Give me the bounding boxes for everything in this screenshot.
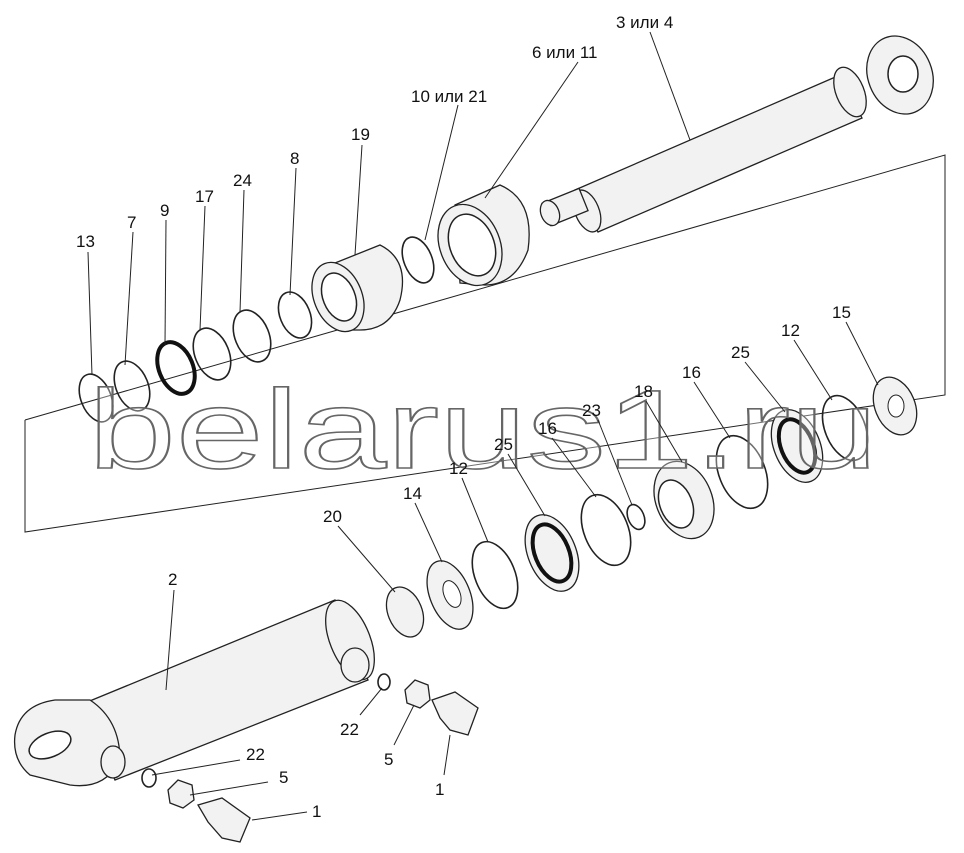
label-1-upper: 1 — [435, 780, 444, 799]
label-1-lower: 1 — [312, 802, 321, 821]
label-22-upper: 22 — [340, 720, 359, 739]
label-15: 15 — [832, 303, 851, 322]
label-25-upper: 25 — [731, 343, 750, 362]
watermark-text: belarus1.ru — [88, 367, 878, 492]
label-8: 8 — [290, 149, 299, 168]
label-23: 23 — [582, 401, 601, 420]
label-5-lower: 5 — [279, 768, 288, 787]
gland-part-6-11 — [437, 184, 530, 287]
washer-part-15 — [872, 376, 918, 436]
label-17: 17 — [195, 187, 214, 206]
label-16-upper: 16 — [682, 363, 701, 382]
piston-part-19 — [311, 244, 404, 333]
label-13: 13 — [76, 232, 95, 251]
seal-part-25-upper — [770, 409, 824, 483]
bushing-part-20 — [385, 586, 425, 638]
label-14: 14 — [403, 484, 422, 503]
label-3-or-4: 3 или 4 — [616, 13, 673, 32]
label-9: 9 — [160, 201, 169, 220]
seal-part-25-lower — [524, 514, 580, 592]
seal-part-9 — [155, 340, 197, 396]
ring-part-16-lower — [580, 493, 632, 567]
label-19: 19 — [351, 125, 370, 144]
label-22-lower: 22 — [246, 745, 265, 764]
label-12-lower: 12 — [449, 459, 468, 478]
piston-part-18 — [653, 460, 715, 540]
leader-lines — [87, 31, 879, 821]
label-24: 24 — [233, 171, 252, 190]
ring-part-24 — [232, 309, 272, 363]
ring-part-16-upper — [715, 434, 769, 510]
washer-part-14 — [426, 560, 474, 630]
ring-part-17 — [192, 327, 232, 381]
ring-part-8 — [277, 291, 313, 339]
part-labels: 3 или 4 6 или 11 10 или 21 19 8 24 17 9 … — [76, 13, 851, 821]
label-5-upper: 5 — [384, 750, 393, 769]
label-12-upper: 12 — [781, 321, 800, 340]
label-16-lower: 16 — [538, 419, 557, 438]
label-10-or-21: 10 или 21 — [411, 87, 487, 106]
ring-part-10-21 — [401, 236, 435, 284]
label-25-lower: 25 — [494, 435, 513, 454]
ring-part-12-lower — [471, 540, 519, 610]
rod-part-3-4 — [539, 35, 934, 233]
label-2: 2 — [168, 570, 177, 589]
ring-part-12-upper — [821, 394, 869, 462]
label-18: 18 — [634, 382, 653, 401]
ring-part-23 — [626, 503, 646, 531]
fitting-set-lower — [141, 768, 251, 843]
cylinder-part-2 — [13, 599, 375, 787]
label-6-or-11: 6 или 11 — [532, 43, 597, 62]
label-7: 7 — [127, 213, 136, 232]
ring-part-13 — [78, 373, 114, 423]
fitting-set-upper — [377, 673, 479, 736]
label-20: 20 — [323, 507, 342, 526]
assembly-frame — [24, 154, 946, 533]
ring-part-7 — [113, 360, 151, 412]
